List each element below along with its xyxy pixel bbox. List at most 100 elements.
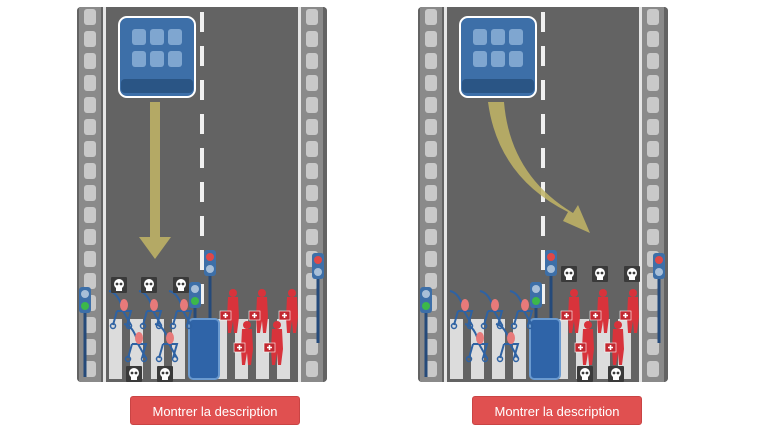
barrier-block	[306, 317, 318, 333]
barrier-block	[425, 9, 437, 25]
stroller-wheel	[481, 355, 489, 363]
light-bottom	[547, 265, 555, 273]
lane-divider-dash	[541, 80, 545, 100]
baby	[120, 299, 128, 311]
lane-divider-dash	[541, 114, 545, 134]
barrier-block	[84, 207, 96, 223]
barrier-block	[425, 251, 437, 267]
barrier-block	[425, 207, 437, 223]
skull-head	[627, 268, 637, 278]
skull-icon	[173, 277, 189, 293]
car-seat	[509, 51, 523, 67]
stroller-frame	[142, 310, 163, 326]
light-top	[547, 253, 555, 261]
doctor-icon	[233, 321, 253, 365]
baby	[476, 332, 484, 344]
barrier-block	[425, 97, 437, 113]
stroller-wheel	[140, 355, 148, 363]
stroller-wheel	[512, 355, 520, 363]
barrier-block	[647, 31, 659, 47]
light-bottom	[422, 302, 430, 310]
stroller-wheel	[185, 322, 193, 330]
skull-eye	[628, 271, 632, 275]
skull-icon	[561, 266, 577, 282]
barrier-block	[84, 53, 96, 69]
crosswalk-stripe	[492, 319, 505, 379]
stroller-icon	[479, 290, 504, 330]
medical-cross	[223, 313, 228, 318]
skull-jaw	[178, 287, 184, 291]
baby	[180, 299, 188, 311]
stroller-wheel	[465, 355, 473, 363]
barrier-block	[647, 295, 659, 311]
traffic-light-pole	[424, 307, 428, 377]
light-top	[81, 290, 89, 298]
stroller-wheel	[526, 322, 534, 330]
doctor-icon	[589, 289, 609, 333]
car-seat	[168, 29, 182, 45]
skull-jaw	[597, 276, 603, 280]
stroller-wheel	[466, 322, 474, 330]
stroller-icon	[123, 323, 148, 363]
stroller-wheel	[155, 322, 163, 330]
stroller-wheel	[155, 355, 163, 363]
skull-jaw	[116, 287, 122, 291]
scenario-left-image[interactable]	[77, 7, 327, 382]
road-edge-line	[103, 7, 106, 382]
light-top	[422, 290, 430, 298]
barrier-block	[84, 31, 96, 47]
barrier-block	[84, 9, 96, 25]
road-edge-line	[639, 7, 642, 382]
light-top	[655, 256, 663, 264]
skull-icon	[126, 366, 142, 382]
light-top	[191, 285, 199, 293]
doctor-head	[599, 289, 607, 297]
skull-eye	[130, 371, 134, 375]
stroller-frame	[499, 343, 520, 359]
scenario-right-image[interactable]	[418, 7, 668, 382]
skull-head	[595, 268, 605, 278]
show-description-button-left[interactable]: Montrer la description	[130, 396, 300, 425]
barrier-block	[425, 229, 437, 245]
skull-jaw	[566, 276, 572, 280]
barrier-block	[425, 185, 437, 201]
show-description-button-right[interactable]: Montrer la description	[472, 396, 642, 425]
barrier-block	[306, 229, 318, 245]
crosswalk-stripe	[109, 319, 122, 379]
doctor-body	[227, 297, 239, 333]
light-bottom	[655, 268, 663, 276]
doctor-head	[614, 321, 622, 329]
barrier-block	[306, 9, 318, 25]
doctor-icon	[604, 321, 624, 365]
skull-icon	[592, 266, 608, 282]
traffic-light	[204, 250, 216, 350]
skull-jaw	[131, 376, 137, 380]
light-bottom	[532, 297, 540, 305]
light-top	[314, 256, 322, 264]
barrier-block	[647, 53, 659, 69]
skull-eye	[119, 282, 123, 286]
barrier-block	[306, 141, 318, 157]
car-seat	[168, 51, 182, 67]
barrier-block	[84, 339, 96, 355]
car-seat	[473, 29, 487, 45]
barrier-block	[84, 317, 96, 333]
light-top	[532, 285, 540, 293]
stroller-wheel	[480, 322, 488, 330]
barrier-block	[84, 229, 96, 245]
lane-divider-dash	[541, 216, 545, 236]
barrier-block	[647, 9, 659, 25]
doctor-head	[229, 289, 237, 297]
car-seat	[150, 29, 164, 45]
baby	[507, 332, 515, 344]
road-edge-line	[298, 7, 301, 382]
doctor-body	[597, 297, 609, 333]
doctor-icon	[560, 289, 580, 333]
stroller-icon	[495, 323, 520, 363]
barrier-block	[306, 185, 318, 201]
stroller-frame	[513, 310, 534, 326]
skull-eye	[616, 371, 620, 375]
lane-divider-dash	[541, 250, 545, 270]
lane-divider-dash	[541, 46, 545, 66]
barrier-block	[306, 97, 318, 113]
